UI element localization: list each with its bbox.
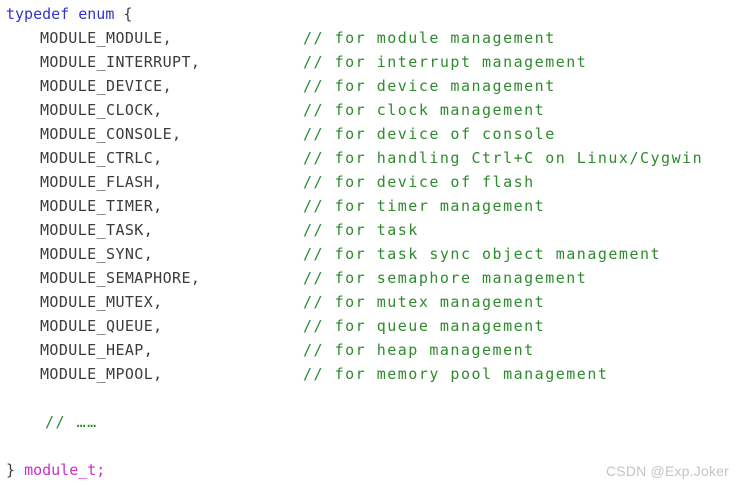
open-brace: { (123, 5, 133, 23)
code-line-member: MODULE_CONSOLE, // for device of console (0, 122, 741, 146)
code-line-footer: } module_t; (0, 458, 741, 482)
enum-member-name: MODULE_CONSOLE, (40, 125, 182, 143)
inline-comment: // for semaphore management (303, 269, 588, 287)
watermark: CSDN @Exp.Joker (605, 463, 729, 479)
code-line-member: MODULE_HEAP, // for heap management (0, 338, 741, 362)
blank-line (0, 434, 741, 458)
code-line-member: MODULE_TIMER, // for timer management (0, 194, 741, 218)
code-line-member: MODULE_CTRLC, // for handling Ctrl+C on L… (0, 146, 741, 170)
inline-comment: // for device of flash (303, 173, 535, 191)
code-line-member: MODULE_FLASH, // for device of flash (0, 170, 741, 194)
code-line-member: MODULE_MUTEX, // for mutex management (0, 290, 741, 314)
code-line-member: MODULE_CLOCK, // for clock management (0, 98, 741, 122)
inline-comment: // for heap management (303, 341, 535, 359)
code-line-member: MODULE_TASK, // for task (0, 218, 741, 242)
typedef-type-name: module_t; (24, 461, 106, 479)
code-line-typedef: typedef enum { (0, 2, 741, 26)
close-brace: } (6, 461, 25, 479)
code-line-ellipsis: // …… (0, 410, 741, 434)
enum-member-name: MODULE_FLASH, (40, 173, 163, 191)
inline-comment: // for task (303, 221, 419, 239)
inline-comment: // for interrupt management (303, 53, 588, 71)
enum-member-name: MODULE_HEAP, (40, 341, 154, 359)
enum-member-name: MODULE_DEVICE, (40, 77, 173, 95)
code-line-member: MODULE_SEMAPHORE, // for semaphore manage… (0, 266, 741, 290)
code-line-member: MODULE_MPOOL, // for memory pool manageme… (0, 362, 741, 386)
code-line-member: MODULE_DEVICE, // for device management (0, 74, 741, 98)
inline-comment: // for device management (303, 77, 556, 95)
code-line-member: MODULE_SYNC, // for task sync object mana… (0, 242, 741, 266)
code-line-member: MODULE_QUEUE, // for queue management (0, 314, 741, 338)
enum-member-name: MODULE_MPOOL, (40, 365, 163, 383)
enum-member-name: MODULE_TIMER, (40, 197, 163, 215)
inline-comment: // for memory pool management (303, 365, 609, 383)
enum-member-name: MODULE_SEMAPHORE, (40, 269, 201, 287)
code-line-member: MODULE_INTERRUPT, // for interrupt manage… (0, 50, 741, 74)
inline-comment: // for queue management (303, 317, 546, 335)
enum-member-name: MODULE_MUTEX, (40, 293, 163, 311)
inline-comment: // for handling Ctrl+C on Linux/Cygwin (303, 149, 704, 167)
inline-comment: // for timer management (303, 197, 546, 215)
code-line-member: MODULE_MODULE, // for module management (0, 26, 741, 50)
blank-line (0, 386, 741, 410)
enum-member-name: MODULE_INTERRUPT, (40, 53, 201, 71)
enum-member-name: MODULE_TASK, (40, 221, 154, 239)
inline-comment: // for device of console (303, 125, 556, 143)
enum-member-name: MODULE_QUEUE, (40, 317, 163, 335)
inline-comment: // for module management (303, 29, 556, 47)
inline-comment: // for task sync object management (303, 245, 662, 263)
enum-member-name: MODULE_CLOCK, (40, 101, 163, 119)
enum-member-name: MODULE_CTRLC, (40, 149, 163, 167)
ellipsis-comment: // …… (45, 413, 98, 431)
inline-comment: // for clock management (303, 101, 546, 119)
enum-member-name: MODULE_MODULE, (40, 29, 173, 47)
inline-comment: // for mutex management (303, 293, 546, 311)
keyword-typedef-enum: typedef enum (6, 5, 124, 23)
enum-member-name: MODULE_SYNC, (40, 245, 154, 263)
